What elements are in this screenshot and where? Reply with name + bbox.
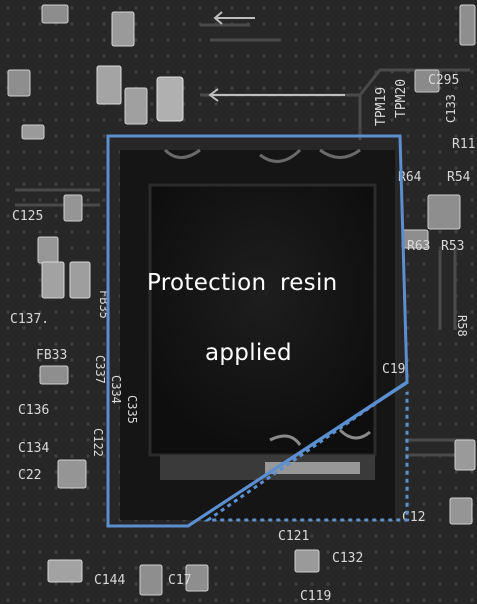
silk-C17: C17 bbox=[168, 573, 191, 588]
silk-C22: C22 bbox=[18, 468, 41, 483]
silk-C136: C136 bbox=[18, 403, 49, 418]
silk-FB33: FB33 bbox=[36, 348, 67, 363]
dotted-extension bbox=[203, 388, 409, 522]
silk-C121: C121 bbox=[278, 529, 309, 544]
annotation-line-1: Protection resin bbox=[147, 270, 338, 296]
silk-C133: C133 bbox=[444, 94, 458, 123]
silk-TPM19: TPM19 bbox=[374, 87, 389, 126]
diagonal-edge bbox=[187, 380, 409, 528]
silk-C132: C132 bbox=[332, 551, 363, 566]
silkscreen-labels: C295 C133 TPM20 TPM19 R11 R54 R64 R63 R5… bbox=[10, 73, 475, 604]
silk-C18: C19 bbox=[382, 362, 405, 377]
silk-arrows bbox=[208, 11, 345, 102]
silk-C137: C137. bbox=[10, 312, 49, 327]
silk-C295: C295 bbox=[428, 73, 459, 88]
silk-R58: R58 bbox=[455, 315, 469, 337]
silk-C134: C134 bbox=[18, 441, 49, 456]
silk-R11: R11 bbox=[452, 137, 475, 152]
smd-components bbox=[7, 4, 476, 596]
silk-R63: R63 bbox=[407, 239, 430, 254]
silk-C122: C122 bbox=[91, 428, 105, 457]
silk-C334: C334 bbox=[109, 375, 123, 404]
silk-R54: R54 bbox=[447, 170, 471, 185]
silk-C125: C125 bbox=[12, 209, 43, 224]
resin-area bbox=[120, 148, 395, 520]
annotation-line-2: applied bbox=[205, 340, 292, 366]
silk-C335: C335 bbox=[125, 395, 139, 424]
silk-R64: R64 bbox=[398, 170, 422, 185]
silk-R53: R53 bbox=[441, 239, 464, 254]
silk-TPM20: TPM20 bbox=[394, 79, 409, 118]
silk-C144: C144 bbox=[94, 573, 125, 588]
silk-C119: C119 bbox=[300, 589, 331, 604]
silk-C337: C337 bbox=[93, 355, 107, 384]
